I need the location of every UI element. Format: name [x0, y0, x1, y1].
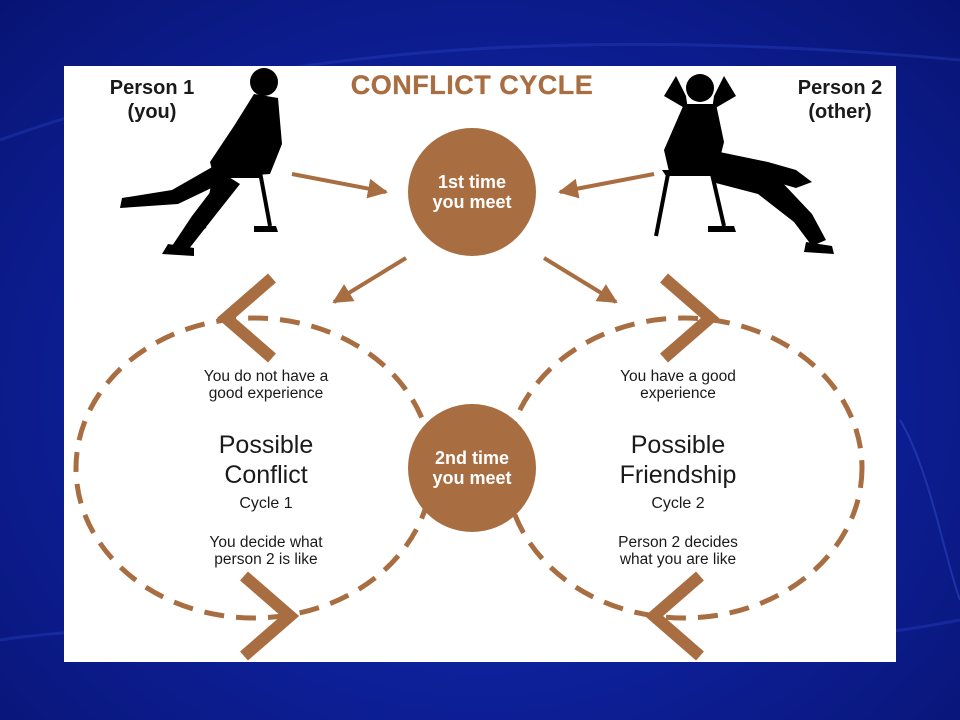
conflict-name-line2: Conflict	[224, 461, 308, 489]
meet2-line1: 2nd time	[434, 448, 509, 468]
arrow-person1-to-meet1	[291, 172, 388, 199]
friendship-top-line1: You have a good	[620, 368, 736, 385]
friendship-cycle-name: Possible Friendship	[620, 430, 737, 490]
person1-name: Person 1	[109, 77, 195, 99]
meet2-circle	[408, 404, 536, 532]
diagram-panel: CONFLICT CYCLE Person 1 (you) Person 2 (…	[64, 66, 896, 662]
meet2-label: 2nd time you meet	[432, 448, 511, 488]
chevron-right-bottom-icon	[644, 571, 704, 661]
chevron-right-top-icon	[660, 273, 720, 363]
conflict-cycle-name: Possible Conflict	[219, 430, 314, 490]
friendship-bottom-line1: Person 2 decides	[618, 534, 738, 551]
conflict-top-line1: You do not have a	[203, 368, 329, 385]
person1-label: Person 1 (you)	[110, 76, 194, 124]
arrow-meet1-to-conflict	[332, 256, 408, 304]
person2-silhouette-icon	[654, 74, 834, 254]
conflict-bottom-line2: person 2 is like	[214, 551, 318, 568]
person2-name: Person 2	[797, 77, 883, 99]
arrow-person2-to-meet1	[558, 172, 655, 199]
friendship-name-line2: Friendship	[619, 461, 737, 489]
arrow-meet1-to-friendship	[542, 256, 618, 304]
conflict-cycle-label: Cycle 1	[239, 495, 293, 512]
friendship-bottom-line2: what you are like	[619, 551, 737, 568]
person1-role: (you)	[127, 101, 177, 123]
friendship-top-text: You have a good experience	[620, 368, 736, 402]
meet1-line2: you meet	[432, 192, 512, 212]
friendship-name-line1: Possible	[630, 431, 726, 459]
friendship-top-line2: experience	[640, 385, 716, 402]
person1-silhouette-icon	[120, 68, 282, 256]
diagram-title: CONFLICT CYCLE	[350, 70, 594, 100]
meet1-line1: 1st time	[437, 172, 507, 192]
conflict-bottom-line1: You decide what	[209, 534, 323, 551]
person2-label: Person 2 (other)	[798, 76, 882, 124]
diagram-graphics	[73, 68, 865, 661]
meet1-label: 1st time you meet	[432, 172, 511, 212]
chevron-left-bottom-icon	[240, 571, 300, 661]
conflict-top-text: You do not have a good experience	[204, 368, 328, 402]
conflict-bottom-text: You decide what person 2 is like	[209, 534, 322, 568]
meet2-line2: you meet	[432, 468, 512, 488]
person2-role: (other)	[808, 101, 872, 123]
conflict-top-line2: good experience	[208, 385, 324, 402]
conflict-name-line1: Possible	[218, 431, 314, 459]
friendship-cycle-label: Cycle 2	[651, 495, 705, 512]
meet1-circle	[408, 128, 536, 256]
friendship-bottom-text: Person 2 decides what you are like	[618, 534, 738, 568]
chevron-left-top-icon	[216, 273, 276, 363]
